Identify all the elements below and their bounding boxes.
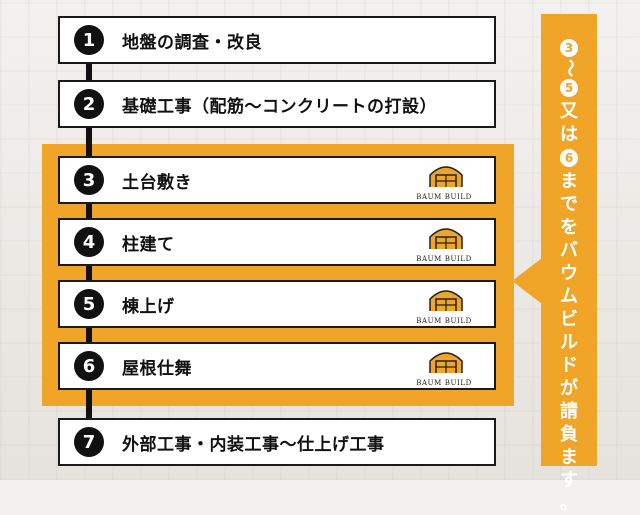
vertical-char: は	[560, 124, 578, 145]
step-label: 外部工事・内装工事～仕上げ工事	[122, 434, 385, 455]
contract-scope-note-text: 3 ～ 5 又は 6 までをバウムビルドが請負ます。	[541, 36, 597, 515]
vertical-char: ま	[560, 171, 578, 192]
step-number-badge: 5	[74, 289, 104, 319]
step-label: 地盤の調査・改良	[122, 32, 262, 53]
logo-wordmark: BAUM BUILD	[416, 379, 472, 387]
baum-build-logo: BAUM BUILD	[408, 223, 480, 263]
step-3-box: 3 土台敷き BAUM BUILD	[58, 156, 496, 204]
range-end-badge: 5	[560, 79, 578, 97]
logo-wordmark: BAUM BUILD	[416, 317, 472, 325]
house-frame-icon	[429, 228, 463, 249]
vertical-char: ビ	[560, 309, 578, 330]
vertical-char: で	[560, 194, 578, 215]
step-1-box: 1 地盤の調査・改良	[58, 16, 496, 64]
vertical-char: が	[560, 378, 578, 399]
logo-wordmark: BAUM BUILD	[416, 193, 472, 201]
baum-build-logo: BAUM BUILD	[408, 347, 480, 387]
house-frame-icon	[429, 352, 463, 373]
step-number-badge: 1	[74, 25, 104, 55]
step-6-box: 6 屋根仕舞 BAUM BUILD	[58, 342, 496, 390]
step-number-badge: 3	[74, 165, 104, 195]
baum-build-logo: BAUM BUILD	[408, 285, 480, 325]
step-label: 土台敷き	[122, 172, 192, 193]
house-frame-icon	[429, 166, 463, 187]
vertical-char: 。	[560, 493, 578, 514]
vertical-char: ド	[560, 355, 578, 376]
vertical-char: 負	[560, 424, 578, 445]
vertical-char: ル	[560, 332, 578, 353]
vertical-char: を	[560, 217, 578, 238]
vertical-char: す	[560, 470, 578, 491]
step-4-box: 4 柱建て BAUM BUILD	[58, 218, 496, 266]
contract-scope-note-panel: 3 ～ 5 又は 6 までをバウムビルドが請負ます。	[541, 14, 597, 514]
vertical-char: バ	[560, 240, 578, 261]
note-or-text: 又は	[560, 100, 578, 146]
vertical-char: ま	[560, 447, 578, 468]
step-label: 屋根仕舞	[122, 358, 192, 379]
range-start-badge: 3	[560, 39, 578, 57]
step-number-badge: 6	[74, 351, 104, 381]
step-5-box: 5 棟上げ BAUM BUILD	[58, 280, 496, 328]
logo-wordmark: BAUM BUILD	[416, 255, 472, 263]
vertical-char: 請	[560, 401, 578, 422]
step-label: 柱建て	[122, 234, 175, 255]
vertical-char: 又	[560, 101, 578, 122]
step-number-badge: 4	[74, 227, 104, 257]
baum-build-logo: BAUM BUILD	[408, 161, 480, 201]
step-2-box: 2 基礎工事（配筋～コンクリートの打設）	[58, 80, 496, 128]
step-7-box: 7 外部工事・内装工事～仕上げ工事	[58, 418, 496, 466]
alt-end-badge: 6	[560, 149, 578, 167]
step-number-badge: 7	[74, 427, 104, 457]
step-label: 棟上げ	[122, 296, 175, 317]
vertical-char: ウ	[560, 263, 578, 284]
step-number-badge: 2	[74, 89, 104, 119]
step-label: 基礎工事（配筋～コンクリートの打設）	[122, 96, 437, 117]
note-tail-text: までをバウムビルドが請負ます。	[560, 170, 578, 515]
range-tilde: ～	[559, 59, 580, 77]
vertical-char: ム	[560, 286, 578, 307]
house-frame-icon	[429, 290, 463, 311]
